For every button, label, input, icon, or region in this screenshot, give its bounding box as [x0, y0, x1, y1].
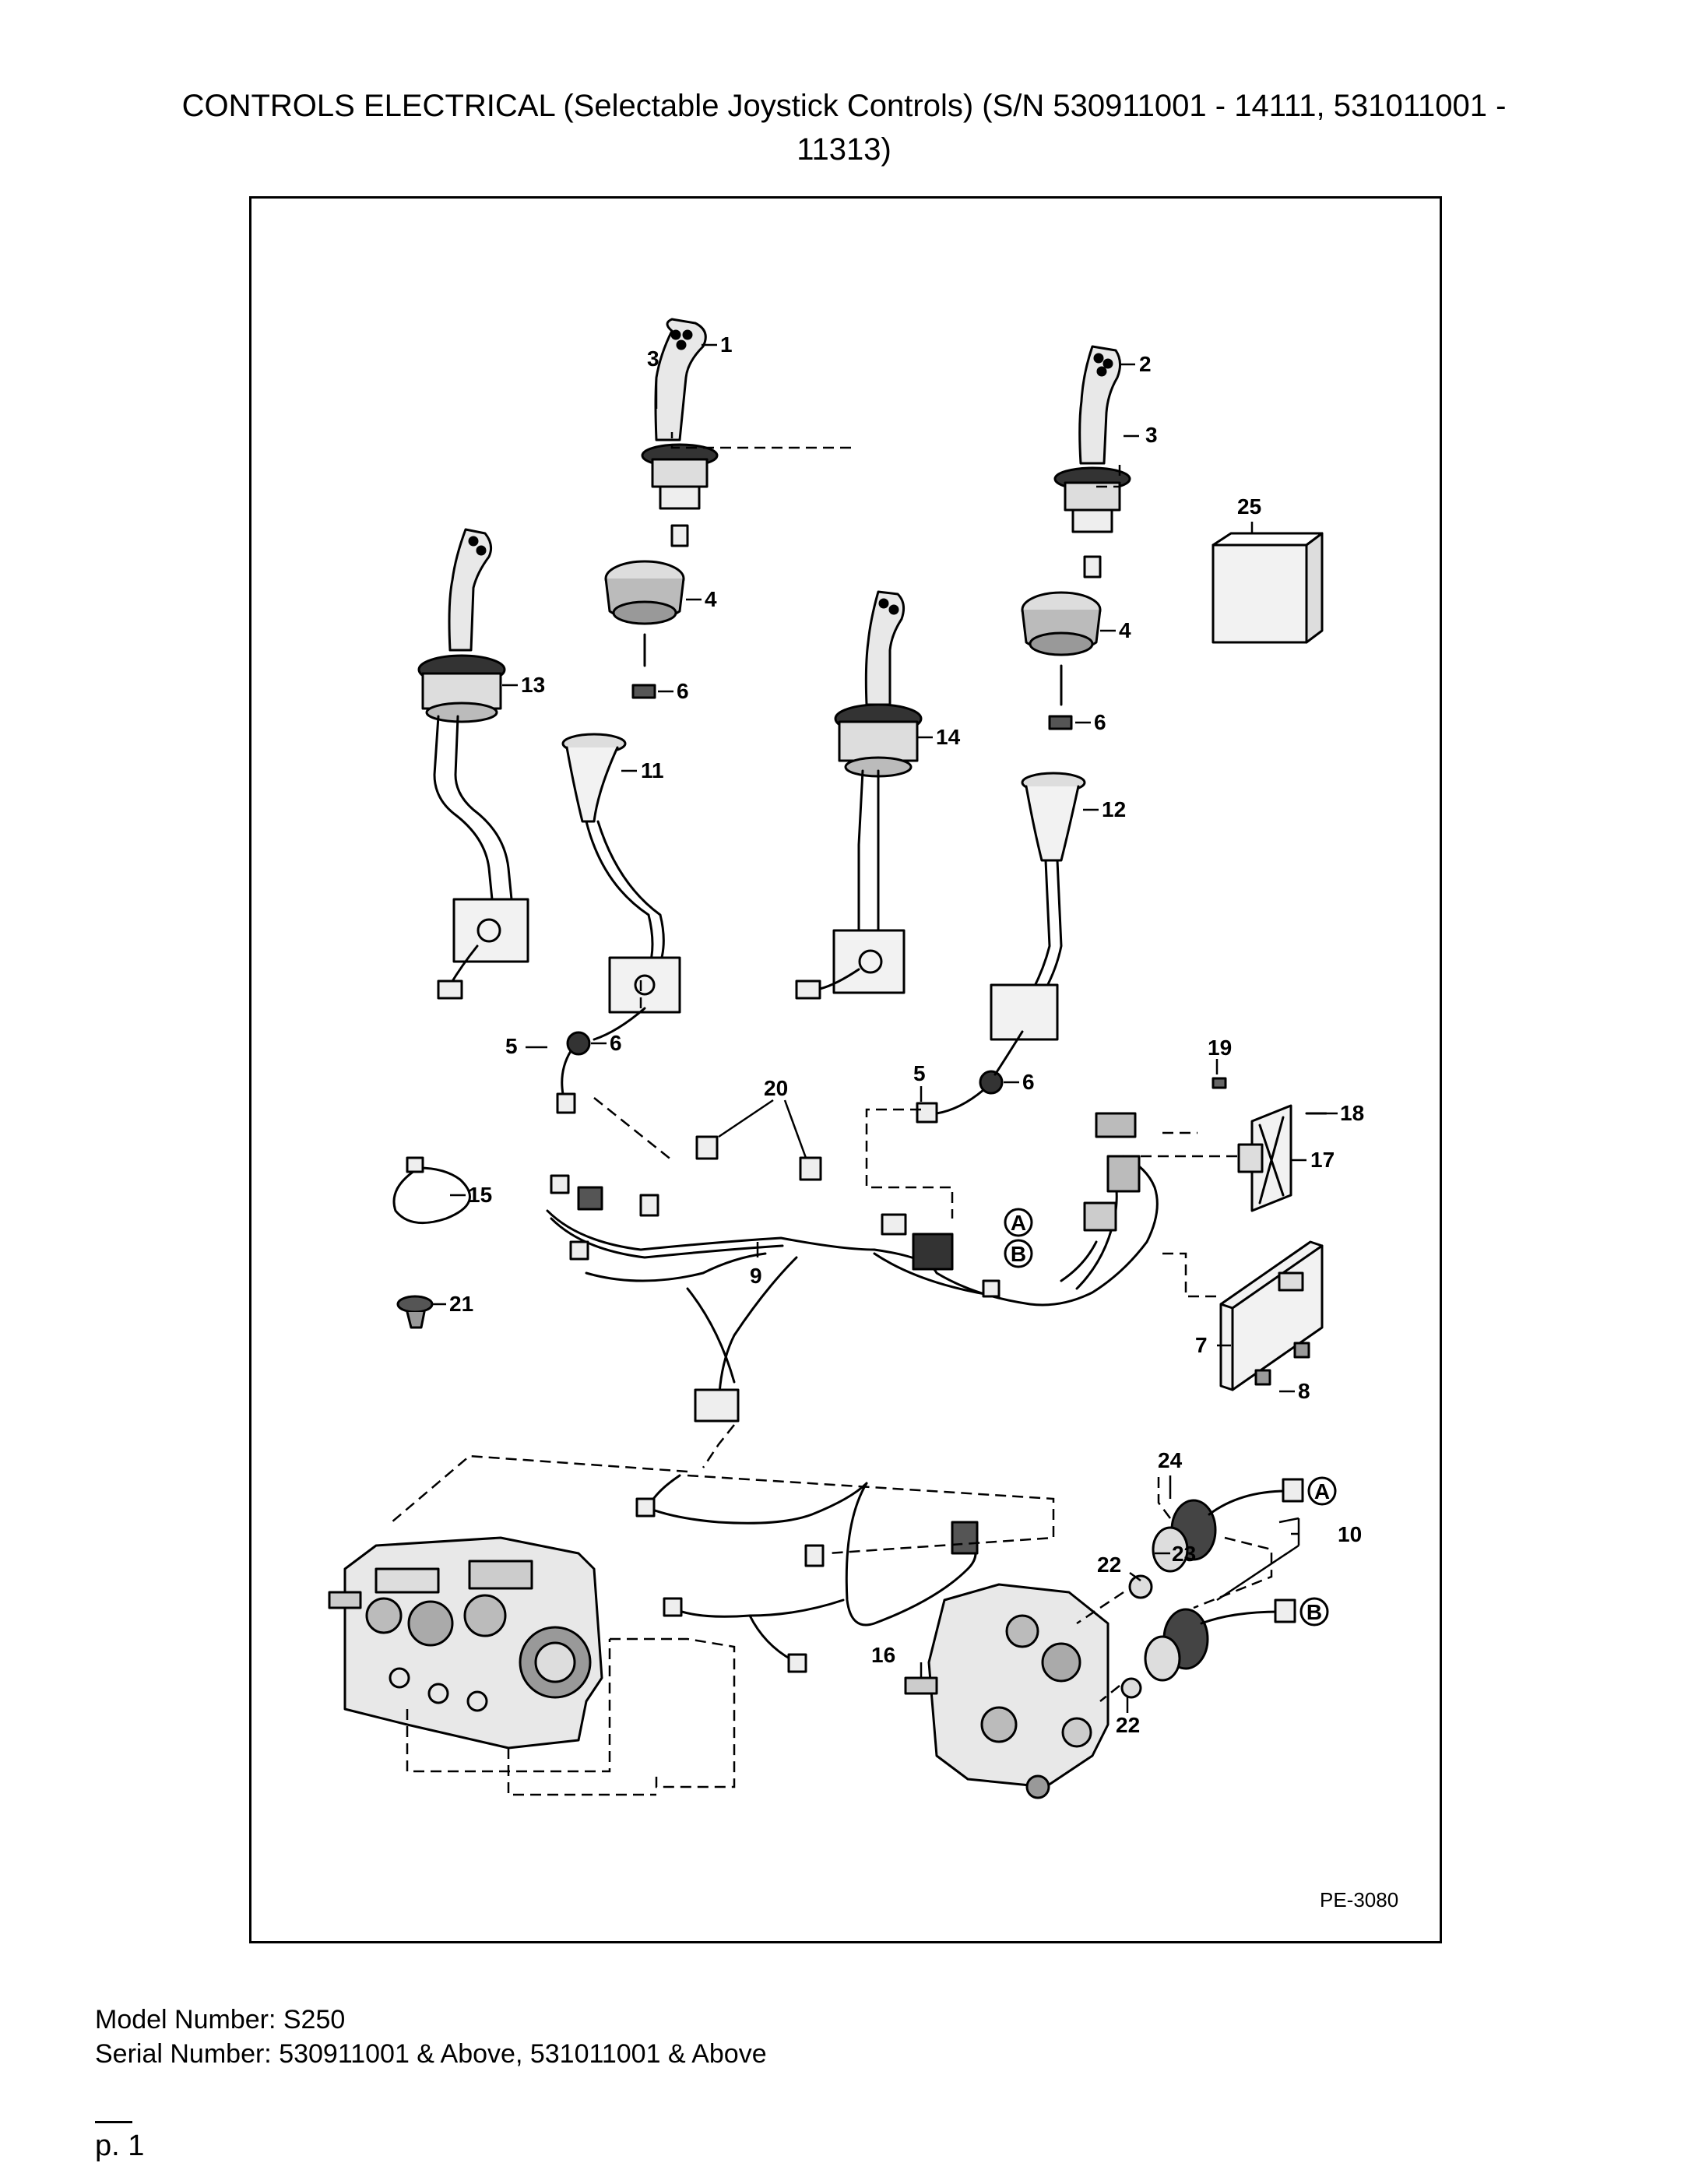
- callout-14: 14: [936, 725, 961, 749]
- serial-number: Serial Number: 530911001 & Above, 531011…: [95, 2039, 767, 2069]
- footer-info: Model Number: S250 Serial Number: 530911…: [95, 2003, 767, 2071]
- grommet-icon: [979, 1070, 1004, 1095]
- callout-8: 8: [1298, 1379, 1310, 1403]
- nut-icon: [1211, 1077, 1227, 1089]
- connector-icon: [556, 1092, 576, 1114]
- control-valve-icon: [904, 1583, 1110, 1799]
- o-ring-icon: [1128, 1574, 1153, 1599]
- joystick-assembly-icon: [795, 590, 923, 1000]
- connector-marker-a: A: [1307, 1476, 1337, 1506]
- callout-17: 17: [1310, 1148, 1335, 1172]
- callout-20: 20: [764, 1076, 788, 1100]
- callout-19: 19: [1208, 1036, 1232, 1060]
- diagram-frame: 1 2 3 3 4 4 5 5 6 6 6 6 7 8 9 10 11 12 1…: [249, 196, 1442, 1943]
- callout-4: 4: [1119, 618, 1131, 642]
- callout-2: 2: [1139, 352, 1152, 376]
- callout-9: 9: [750, 1264, 762, 1288]
- solenoid-icon: [1144, 1478, 1304, 1682]
- parts-diagram: 1 2 3 3 4 4 5 5 6 6 6 6 7 8 9 10 11 12 1…: [328, 318, 1398, 1911]
- callout-25: 25: [1237, 494, 1261, 519]
- divider: [95, 2121, 132, 2123]
- callout-6: 6: [677, 679, 689, 703]
- callout-12: 12: [1102, 797, 1126, 821]
- callout-5: 5: [505, 1034, 518, 1058]
- callout-18: 18: [1340, 1101, 1364, 1125]
- push-fastener-icon: [396, 1295, 434, 1329]
- callout-21: 21: [449, 1292, 473, 1316]
- svg-text:B: B: [1011, 1242, 1026, 1266]
- joystick-handle-icon: [641, 318, 719, 510]
- connector-marker-b: B: [1299, 1597, 1329, 1627]
- callout-16: 16: [871, 1643, 895, 1667]
- connector-icon: [799, 1156, 822, 1181]
- boot-icon: [1021, 772, 1086, 1010]
- relay-box-icon: [1211, 532, 1324, 644]
- boot-icon: [1021, 591, 1102, 656]
- relay-icon: [1237, 1104, 1292, 1212]
- callout-3: 3: [647, 346, 659, 371]
- boot-icon: [561, 733, 665, 971]
- callout-6: 6: [610, 1031, 622, 1055]
- title-line-2: 11313): [797, 132, 891, 167]
- callout-11: 11: [641, 758, 664, 783]
- controller-module-icon: [1219, 1240, 1324, 1391]
- o-ring-icon: [1120, 1677, 1142, 1699]
- callout-24: 24: [1158, 1448, 1183, 1472]
- boot-icon: [604, 560, 685, 625]
- page-number: p. 1: [95, 2129, 145, 2162]
- svg-text:A: A: [1011, 1211, 1026, 1235]
- mounting-plate-icon: [608, 956, 681, 1014]
- connector-marker-b: B: [1004, 1239, 1033, 1268]
- joystick-assembly-icon: [417, 528, 529, 1000]
- svg-text:A: A: [1314, 1479, 1330, 1503]
- callout-5: 5: [913, 1061, 926, 1085]
- wire-harness-icon: [635, 1474, 979, 1673]
- connector-icon: [695, 1135, 719, 1160]
- callout-4: 4: [705, 587, 717, 611]
- callout-23: 23: [1172, 1542, 1196, 1566]
- hydrostatic-pump-icon: [328, 1536, 603, 1750]
- callout-10: 10: [1338, 1522, 1362, 1546]
- grommet-icon: [631, 684, 656, 699]
- model-number: Model Number: S250: [95, 2005, 346, 2035]
- callout-13: 13: [521, 673, 545, 697]
- diagram-reference: PE-3080: [1320, 1888, 1398, 1911]
- callout-22: 22: [1097, 1553, 1121, 1577]
- callout-7: 7: [1195, 1333, 1208, 1357]
- page-title: CONTROLS ELECTRICAL (Selectable Joystick…: [78, 84, 1610, 171]
- cable-tie-icon: [392, 1156, 471, 1225]
- joystick-handle-icon: [1053, 345, 1131, 533]
- grommet-icon: [1048, 715, 1073, 730]
- grommet-icon: [566, 1031, 591, 1056]
- callout-6: 6: [1094, 710, 1106, 734]
- connector-icon: [916, 1102, 938, 1124]
- connector-icon: [670, 524, 689, 547]
- callout-15: 15: [468, 1183, 492, 1207]
- connector-marker-a: A: [1004, 1208, 1033, 1237]
- wire-harness-icon: [546, 1112, 1159, 1423]
- callout-3: 3: [1145, 423, 1158, 447]
- callout-22: 22: [1116, 1713, 1140, 1737]
- connector-icon: [1083, 555, 1102, 579]
- callout-1: 1: [720, 332, 733, 357]
- mounting-plate-icon: [990, 983, 1059, 1041]
- title-line-1: CONTROLS ELECTRICAL (Selectable Joystick…: [181, 89, 1507, 123]
- callout-6: 6: [1022, 1070, 1035, 1094]
- svg-text:B: B: [1306, 1600, 1322, 1624]
